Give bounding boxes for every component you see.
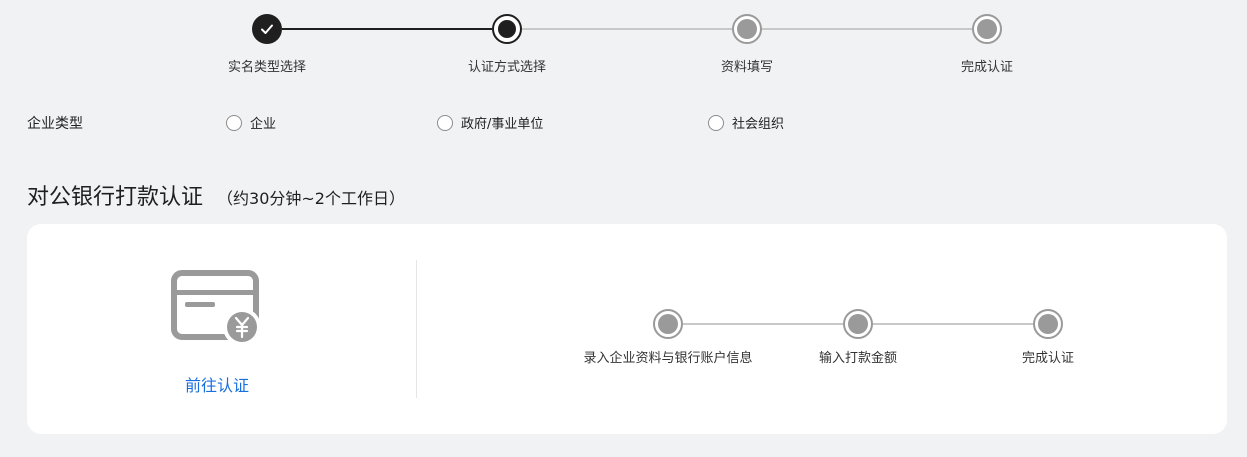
card-divider [416,260,417,398]
radio-social-org[interactable]: 社会组织 [708,113,784,132]
step-label-info: 资料填写 [720,60,773,75]
step-connector [762,28,972,30]
go-verify-link[interactable]: 前往认证 [184,376,249,395]
step-label-complete: 完成认证 [960,60,1013,75]
step-done-icon [252,14,282,44]
radio-label: 企业 [250,117,277,132]
radio-circle-icon[interactable] [708,114,724,131]
step-pending-icon [732,14,762,44]
bank-transfer-card: 前往认证 录入企业资料与银行账户信息 输入打款金额 完成认证 [27,224,1227,434]
radio-government[interactable]: 政府/事业单位 [437,113,543,132]
substep-pending-icon [653,309,683,339]
substep-label-complete: 完成认证 [1021,351,1074,366]
substep-pending-icon [1033,309,1063,339]
section-subtitle: （约30分钟~2个工作日） [217,189,405,208]
radio-circle-icon[interactable] [437,114,453,131]
step-label-type: 实名类型选择 [227,60,306,75]
step-connector [522,28,732,30]
substep-connector [873,323,1033,325]
radio-enterprise[interactable]: 企业 [226,113,276,132]
card-left-panel: 前往认证 [27,224,417,434]
step-label-method: 认证方式选择 [467,60,546,75]
step-pending-icon [972,14,1002,44]
step-current-icon [492,14,522,44]
enterprise-type-row: 企业类型 企业 政府/事业单位 社会组织 [0,110,1247,136]
section-title: 对公银行打款认证 （约30分钟~2个工作日） [27,179,405,211]
section-title-text: 对公银行打款认证 [27,185,204,210]
radio-circle-icon[interactable] [226,114,242,131]
progress-stepper: 实名类型选择 认证方式选择 资料填写 完成认证 [0,0,1247,80]
bank-card-yuan-icon [171,270,261,346]
checkmark-icon [261,24,273,34]
step-connector [282,28,492,30]
substep-label-enter-info: 录入企业资料与银行账户信息 [583,351,753,366]
radio-label: 社会组织 [732,117,785,132]
substep-pending-icon [843,309,873,339]
radio-label: 政府/事业单位 [461,117,544,132]
substep-connector [683,323,843,325]
enterprise-type-label: 企业类型 [27,116,83,132]
substep-label-amount: 输入打款金额 [818,351,897,366]
